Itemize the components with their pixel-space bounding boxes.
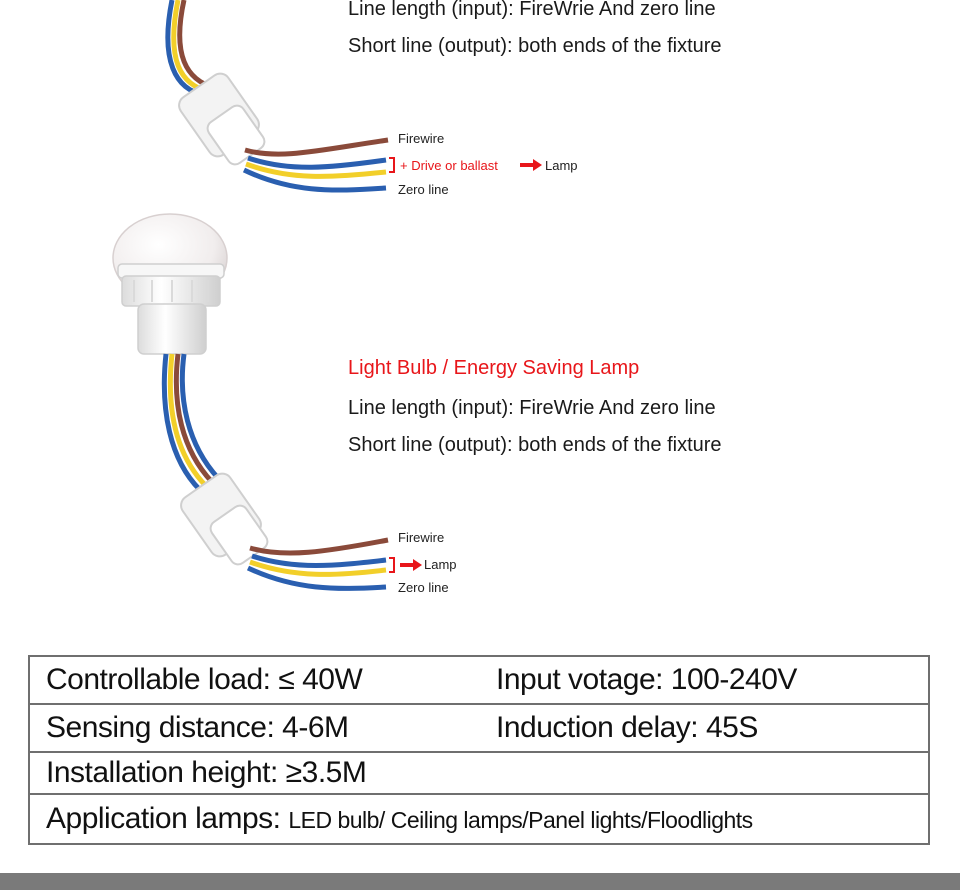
sensor-2-wires [161,353,220,492]
spec-input-voltage: Input votage: 100-240V [496,663,797,696]
connector-2 [180,472,269,566]
spec-application: Application lamps: LED bulb/ Ceiling lam… [30,802,753,836]
sensor-2-output-wires [246,537,389,591]
arrow-1 [520,159,542,171]
spec-row: Application lamps: LED bulb/ Ceiling lam… [30,795,928,843]
spec-table: Controllable load: ≤ 40W Input votage: 1… [28,655,930,845]
section2-wire-lamp-label: Lamp [424,557,457,572]
arrow-2 [400,559,422,571]
section2-line-input: Line length (input): FireWrie And zero l… [348,397,716,419]
spec-installation-height: Installation height: ≥3.5M [46,756,367,789]
footer-bar [0,873,960,890]
section2-wire-zero-label: Zero line [398,580,449,595]
section2-heading: Light Bulb / Energy Saving Lamp [348,357,640,379]
bracket-2 [389,557,395,573]
spec-application-label: Application lamps: [46,802,281,835]
section1-wire-zero-label: Zero line [398,182,449,197]
section1-wire-fire-label: Firewire [398,131,445,146]
sensor-1-output-wires [242,137,389,193]
spec-row: Controllable load: ≤ 40W Input votage: 1… [30,657,928,705]
section1-line-input: Line length (input): FireWrie And zero l… [348,0,716,20]
spec-induction-delay: Induction delay: 45S [496,711,758,744]
section1-wire-driver-label: + Drive or ballast [400,158,498,173]
bracket-1 [389,157,395,173]
section2-wire-fire-label: Firewire [398,530,445,545]
section2-line-output: Short line (output): both ends of the fi… [348,434,722,456]
spec-row: Sensing distance: 4-6M Induction delay: … [30,705,928,753]
connector-1 [178,72,266,166]
spec-sensing-distance: Sensing distance: 4-6M [46,711,349,744]
sensor-2-body [112,213,228,355]
spec-controllable-load: Controllable load: ≤ 40W [46,663,363,696]
wiring-illustration [112,0,542,591]
spec-row: Installation height: ≥3.5M [30,753,928,795]
section1-line-output: Short line (output): both ends of the fi… [348,35,722,57]
section1-wire-lamp-label: Lamp [545,158,578,173]
spec-application-value: LED bulb/ Ceiling lamps/Panel lights/Flo… [288,807,753,833]
